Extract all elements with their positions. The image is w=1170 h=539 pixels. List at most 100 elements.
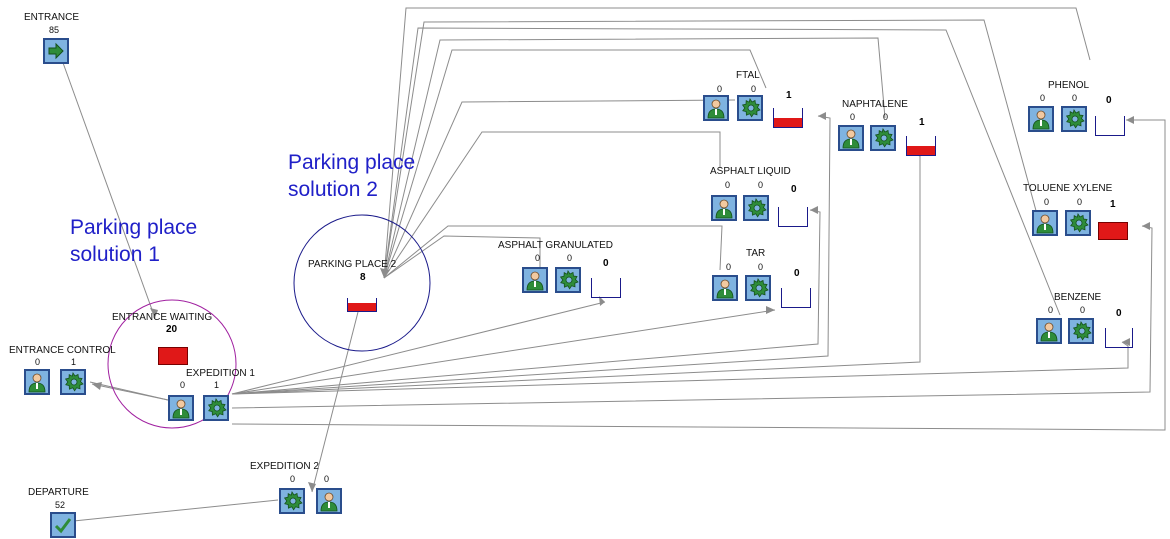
asphalt-granulated-queue-value: 0	[603, 258, 609, 269]
expedition-2-machines-count: 0	[290, 474, 296, 484]
entrance-control-operators-count: 0	[35, 357, 41, 367]
ftal-queue-value: 1	[786, 90, 792, 101]
asphalt-granulated-operators-count: 0	[535, 253, 541, 263]
expedition-2-operators-count: 0	[324, 474, 330, 484]
gear-icon[interactable]	[555, 267, 581, 293]
ftal-queue[interactable]	[773, 108, 803, 128]
arrowhead	[1122, 338, 1130, 346]
asphalt-liquid-machines-count: 0	[758, 180, 764, 190]
parking-place-2-label: PARKING PLACE 2	[308, 259, 397, 270]
gear-icon[interactable]	[745, 275, 771, 301]
tar-queue[interactable]	[781, 288, 811, 308]
toluene-xylene-queue[interactable]	[1098, 222, 1128, 240]
operator-icon[interactable]	[711, 195, 737, 221]
gear-icon[interactable]	[279, 488, 305, 514]
entrance-label: ENTRANCE	[24, 12, 80, 23]
naphtalene-operators-count: 0	[850, 112, 856, 122]
connector	[231, 341, 1129, 395]
connector	[383, 27, 1061, 316]
asphalt-granulated-queue[interactable]	[591, 278, 621, 298]
entrance-control-label: ENTRANCE CONTROL	[9, 345, 116, 356]
connector	[231, 301, 606, 395]
operator-icon[interactable]	[703, 95, 729, 121]
toluene-xylene-queue-fill	[1099, 223, 1127, 239]
entrance-waiting-queue[interactable]	[158, 347, 188, 365]
asphalt-liquid-label: ASPHALT LIQUID	[710, 166, 791, 177]
ftal-queue-fill	[774, 117, 802, 127]
connector	[383, 19, 1039, 279]
gear-icon[interactable]	[203, 395, 229, 421]
connector	[91, 383, 169, 401]
toluene-xylene-operators-count: 0	[1044, 197, 1050, 207]
operator-icon[interactable]	[838, 125, 864, 151]
phenol-queue-value: 0	[1106, 95, 1112, 106]
operator-icon[interactable]	[24, 369, 50, 395]
naphtalene-queue-fill	[907, 145, 935, 155]
benzene-queue-value: 0	[1116, 308, 1122, 319]
naphtalene-machines-count: 0	[883, 112, 889, 122]
phenol-operators-count: 0	[1040, 93, 1046, 103]
gear-icon[interactable]	[737, 95, 763, 121]
connector	[383, 131, 721, 279]
solution-2-circle	[293, 214, 431, 352]
expedition-1-label: EXPEDITION 1	[186, 368, 255, 379]
asphalt-granulated-label: ASPHALT GRANULATED	[498, 240, 614, 251]
connector	[61, 59, 156, 319]
operator-icon[interactable]	[712, 275, 738, 301]
entrance-waiting-value: 20	[166, 324, 178, 335]
ftal-machines-count: 0	[751, 84, 757, 94]
tar-machines-count: 0	[758, 262, 764, 272]
toluene-xylene-queue-value: 1	[1110, 199, 1116, 210]
gear-icon[interactable]	[60, 369, 86, 395]
arrowheads	[64, 112, 1150, 525]
gear-icon[interactable]	[1068, 318, 1094, 344]
asphalt-granulated-machines-count: 0	[567, 253, 573, 263]
naphtalene-queue[interactable]	[906, 136, 936, 156]
connector	[383, 99, 736, 279]
connector	[383, 7, 1091, 279]
benzene-label: BENZENE	[1054, 292, 1102, 303]
entrance-waiting-label: ENTRANCE WAITING	[112, 312, 213, 323]
operator-icon[interactable]	[1028, 106, 1054, 132]
departure-check-icon[interactable]	[50, 512, 76, 538]
expedition-1-machines-count: 1	[214, 380, 220, 390]
parking-place-2-queue-fill	[348, 303, 376, 311]
operator-icon[interactable]	[1036, 318, 1062, 344]
solution-1-circle	[107, 299, 237, 429]
arrowhead	[92, 382, 102, 390]
arrowhead	[308, 482, 316, 492]
connector	[231, 119, 1166, 431]
operator-icon[interactable]	[522, 267, 548, 293]
solution-2-title-line2: solution 2	[288, 178, 378, 201]
arrowhead	[599, 296, 605, 306]
connector	[311, 311, 359, 493]
departure-count: 52	[55, 500, 66, 510]
connector	[383, 37, 886, 279]
gear-icon[interactable]	[1061, 106, 1087, 132]
phenol-queue[interactable]	[1095, 116, 1125, 136]
connector	[63, 499, 279, 523]
gear-icon[interactable]	[743, 195, 769, 221]
benzene-machines-count: 0	[1080, 305, 1086, 315]
connector	[231, 309, 776, 395]
parking-place-2-queue[interactable]	[347, 298, 377, 312]
toluene-xylene-machines-count: 0	[1077, 197, 1083, 207]
operator-icon[interactable]	[168, 395, 194, 421]
benzene-queue[interactable]	[1105, 328, 1133, 348]
operator-icon[interactable]	[316, 488, 342, 514]
asphalt-liquid-queue[interactable]	[778, 207, 808, 227]
asphalt-liquid-operators-count: 0	[725, 180, 731, 190]
gear-icon[interactable]	[1065, 210, 1091, 236]
departure-label: DEPARTURE	[28, 487, 89, 498]
entrance-count: 85	[49, 25, 60, 35]
expedition-2-label: EXPEDITION 2	[250, 461, 319, 472]
operator-icon[interactable]	[1032, 210, 1058, 236]
solution-1-title-line2: solution 1	[70, 243, 160, 266]
gear-icon[interactable]	[870, 125, 896, 151]
entrance-arrow-icon[interactable]	[43, 38, 69, 64]
parking-place-2-value: 8	[360, 272, 366, 283]
tar-queue-value: 0	[794, 268, 800, 279]
ftal-operators-count: 0	[717, 84, 723, 94]
arrowhead	[810, 206, 818, 214]
